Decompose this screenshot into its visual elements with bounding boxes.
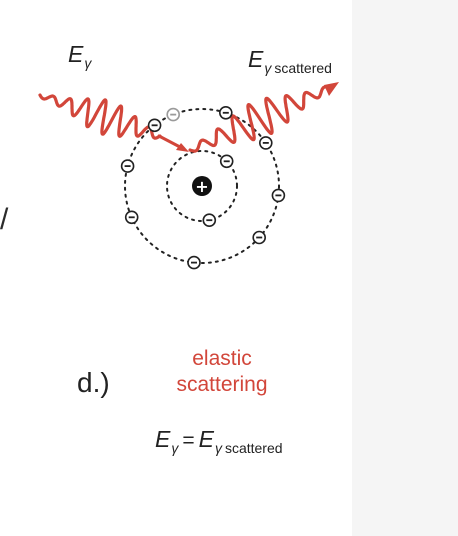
- electrons: [120, 106, 286, 270]
- inner-orbit: [166, 150, 238, 222]
- electron: [258, 136, 273, 150]
- energy-symbol: E: [68, 41, 84, 67]
- incoming-photon-label: Eγ: [68, 41, 92, 71]
- scattered-photon-wave: [188, 85, 332, 153]
- rhs-energy-symbol: E: [198, 426, 214, 452]
- background-band: [352, 0, 458, 536]
- lhs-gamma-subscript: γ: [171, 440, 179, 456]
- rhs-gamma-subscript: γ: [214, 440, 222, 456]
- process-name-line1: elastic: [192, 347, 252, 370]
- process-name: elastic scattering: [166, 346, 278, 398]
- lhs-energy-symbol: E: [155, 426, 171, 452]
- electron: [120, 159, 135, 173]
- electron: [252, 230, 267, 245]
- electron: [124, 210, 139, 225]
- process-name-line2: scattering: [176, 373, 268, 396]
- incoming-photon-tail: [157, 134, 182, 149]
- energy-symbol: E: [248, 46, 264, 72]
- gamma-subscript: γ: [84, 55, 92, 71]
- edge-fragment: /: [0, 203, 9, 236]
- rhs-scattered-qualifier: scattered: [224, 440, 283, 456]
- electron: [147, 118, 162, 133]
- gamma-subscript: γ: [264, 60, 272, 76]
- electron: [271, 188, 286, 203]
- scattered-photon-arrowhead: [324, 82, 339, 96]
- electron: [202, 213, 217, 227]
- electron: [166, 107, 180, 122]
- incoming-photon-arrowhead: [176, 143, 189, 152]
- scattered-qualifier: scattered: [274, 60, 332, 76]
- equals-sign: =: [182, 429, 195, 452]
- nucleus-sign: +: [195, 177, 208, 196]
- outer-orbit: [124, 108, 280, 264]
- electron: [187, 255, 201, 270]
- electron: [219, 154, 234, 169]
- panel-label: d.): [77, 367, 110, 398]
- incoming-photon-wave: [38, 93, 162, 140]
- electron: [219, 106, 233, 120]
- nucleus: [192, 176, 212, 196]
